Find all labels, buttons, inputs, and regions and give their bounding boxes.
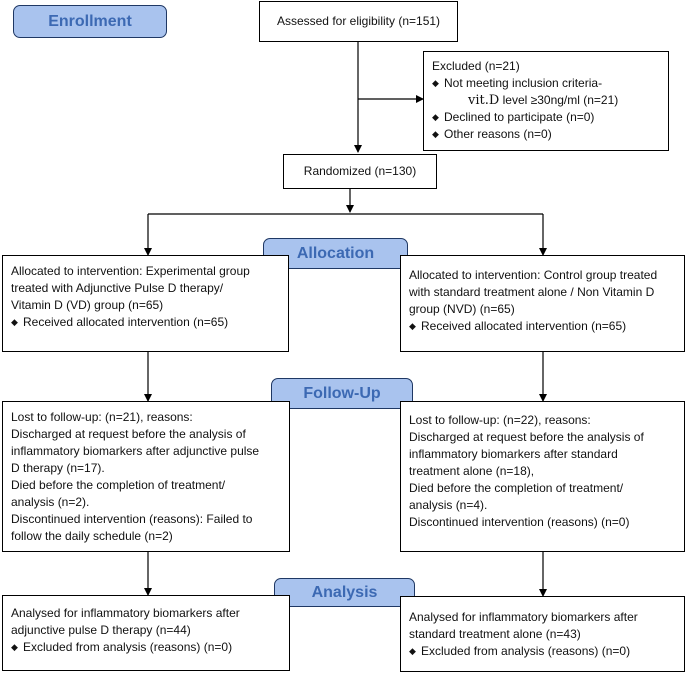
- randomized-box: Randomized (n=130): [283, 154, 437, 189]
- stage-followup: Follow-Up: [271, 378, 413, 409]
- excluded-title: Excluded (n=21): [432, 59, 520, 73]
- bullet-icon: ◆: [432, 78, 439, 88]
- followup-left-box: Lost to follow-up: (n=21), reasons: Disc…: [2, 401, 290, 552]
- followup-right-line: analysis (n=4).: [409, 498, 488, 512]
- assessed-box: Assessed for eligibility (n=151): [259, 1, 458, 42]
- allocation-right-bullet: ◆Received allocated intervention (n=65): [409, 319, 627, 333]
- analysis-left-line: Analysed for inflammatory biomarkers aft…: [11, 606, 240, 620]
- analysis-left-bullet: ◆Excluded from analysis (reasons) (n=0): [11, 640, 233, 654]
- excluded-item: ◆Other reasons (n=0): [432, 127, 552, 141]
- assessed-text: Assessed for eligibility (n=151): [276, 14, 441, 28]
- followup-left-line: Died before the completion of treatment/: [11, 478, 226, 492]
- allocation-right-line: group (NVD) (n=65): [409, 302, 515, 316]
- excluded-box: Excluded (n=21) ◆Not meeting inclusion c…: [423, 51, 669, 151]
- allocation-left-line: Allocated to intervention: Experimental …: [11, 264, 250, 278]
- followup-right-line: Died before the completion of treatment/: [409, 481, 624, 495]
- analysis-right-box: Analysed for inflammatory biomarkers aft…: [400, 596, 685, 672]
- followup-right-box: Lost to follow-up: (n=22), reasons: Disc…: [400, 401, 685, 552]
- analysis-right-line: standard treatment alone (n=43): [409, 627, 581, 641]
- followup-right-line: inflammatory biomarkers after standard: [409, 447, 618, 461]
- followup-left-line: analysis (n=2).: [11, 495, 90, 509]
- stage-analysis: Analysis: [274, 578, 415, 607]
- followup-right-line: Discharged at request before the analysi…: [409, 430, 644, 444]
- bullet-icon: ◆: [11, 642, 18, 652]
- excluded-item-continued: vit.D level ≥30ng/ml (n=21): [468, 93, 619, 108]
- followup-left-line: Discharged at request before the analysi…: [11, 427, 246, 441]
- followup-left-line: Lost to follow-up: (n=21), reasons:: [11, 410, 193, 424]
- bullet-icon: ◆: [432, 112, 439, 122]
- bullet-icon: ◆: [11, 317, 18, 327]
- excluded-item: ◆Not meeting inclusion criteria-: [432, 76, 603, 90]
- allocation-left-line: Vitamin D (VD) group (n=65): [11, 298, 164, 312]
- excluded-item: ◆Declined to participate (n=0): [432, 110, 595, 124]
- followup-left-line: inflammatory biomarkers after adjunctive…: [11, 444, 260, 458]
- followup-right-line: Lost to follow-up: (n=22), reasons:: [409, 413, 591, 427]
- allocation-right-box: Allocated to intervention: Control group…: [400, 255, 685, 352]
- followup-left-line: Discontinued intervention (reasons): Fai…: [11, 512, 253, 526]
- allocation-left-line: treated with Adjunctive Pulse D therapy/: [11, 281, 224, 295]
- analysis-right-bullet: ◆Excluded from analysis (reasons) (n=0): [409, 644, 631, 658]
- analysis-right-line: Analysed for inflammatory biomarkers aft…: [409, 610, 638, 624]
- followup-right-line: treatment alone (n=18),: [409, 464, 535, 478]
- randomized-text: Randomized (n=130): [303, 164, 417, 178]
- analysis-left-box: Analysed for inflammatory biomarkers aft…: [2, 595, 290, 671]
- allocation-right-line: with standard treatment alone / Non Vita…: [409, 285, 655, 299]
- stage-enrollment: Enrollment: [13, 5, 167, 38]
- bullet-icon: ◆: [432, 129, 439, 139]
- allocation-right-line: Allocated to intervention: Control group…: [409, 268, 658, 282]
- stage-allocation: Allocation: [263, 238, 408, 269]
- followup-left-line: follow the daily schedule (n=2): [11, 529, 173, 543]
- bullet-icon: ◆: [409, 646, 416, 656]
- allocation-left-bullet: ◆Received allocated intervention (n=65): [11, 315, 229, 329]
- analysis-left-line: adjunctive pulse D therapy (n=44): [11, 623, 191, 637]
- allocation-left-box: Allocated to intervention: Experimental …: [2, 255, 289, 352]
- followup-right-line: Discontinued intervention (reasons) (n=0…: [409, 515, 630, 529]
- bullet-icon: ◆: [409, 321, 416, 331]
- followup-left-line: D therapy (n=17).: [11, 461, 105, 475]
